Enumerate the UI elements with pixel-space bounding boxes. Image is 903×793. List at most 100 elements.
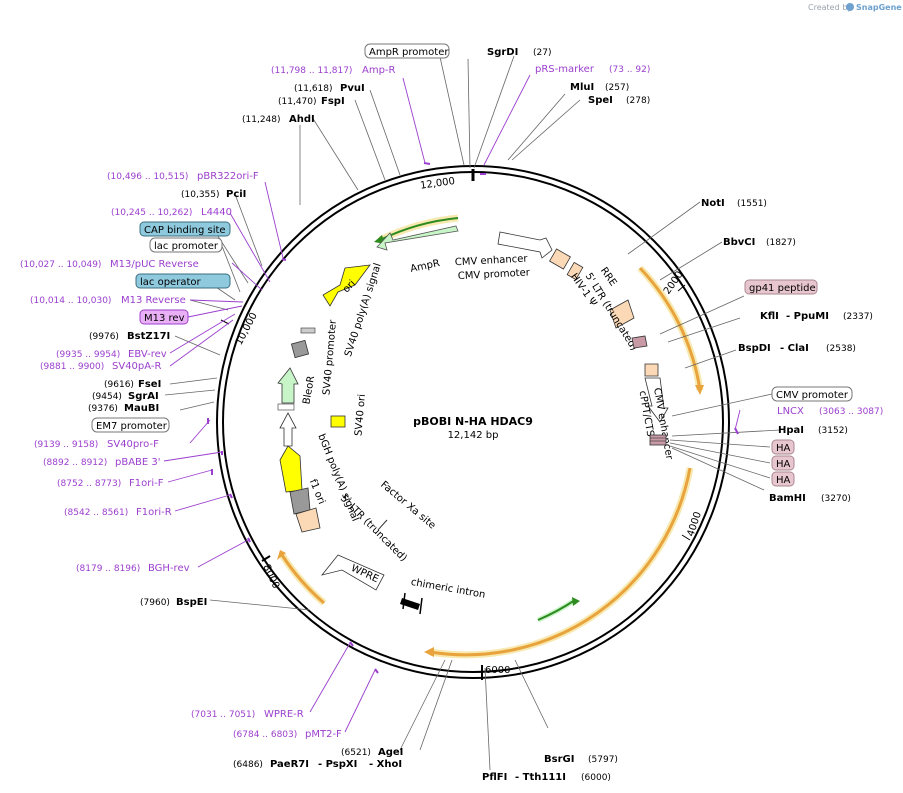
ha-tags-feature — [649, 434, 667, 446]
paer7i-pos: (6486) — [233, 760, 263, 770]
maubi-pos: (9376) — [88, 404, 118, 414]
fsei-label: FseI — [138, 379, 161, 390]
ampr-promoter-label: AmpR promoter — [369, 47, 449, 58]
cap-binding-box — [139, 221, 231, 237]
small-feature-marker — [300, 327, 316, 334]
f1-ori-label: f1 ori — [307, 478, 327, 506]
mlui-label: MluI — [570, 82, 594, 93]
ha-box-3 — [771, 471, 795, 487]
sgrai-pos: (9454) — [92, 392, 122, 402]
ltr5-left-feature — [295, 507, 321, 533]
tick-label-8000: 8000 — [260, 563, 281, 591]
pbr322-label: pBR322ori-F — [197, 171, 259, 182]
hiv-psi-feature — [549, 248, 571, 270]
cmv-enhancer-top-label: CMV enhancer — [455, 253, 529, 268]
ltr5-right-feature — [609, 299, 635, 329]
snapgene-logo-icon — [846, 3, 854, 11]
sv40pro-pos: (9139 .. 9158) — [34, 440, 98, 450]
gp41-label: gp41 peptide — [749, 283, 816, 294]
bamhi-pos: (3270) — [821, 494, 851, 504]
plasmid-length: 12,142 bp — [448, 430, 499, 441]
mlui-pos: (257) — [605, 83, 629, 93]
kfli-label: KflI — [760, 311, 779, 322]
pflfi-pos: (6000) — [581, 773, 611, 783]
agei-label: AgeI — [378, 747, 403, 758]
prs-marker-pos: (73 .. 92) — [609, 65, 650, 75]
maubi-label: MauBI — [124, 403, 159, 414]
bleor-label: BleoR — [301, 375, 317, 405]
sgrdi-label: SgrDI — [487, 47, 518, 58]
lncx-label: LNCX — [777, 406, 804, 417]
pbabe-label: pBABE 3' — [115, 457, 161, 468]
f1orif-pos: (8752 .. 8773) — [57, 479, 121, 489]
pbabe-pos: (8892 .. 8912) — [43, 458, 107, 468]
ppumi-label: - PpuMI — [786, 311, 829, 322]
tick-4000 — [681, 534, 691, 541]
l4440-label: L4440 — [201, 207, 232, 218]
pflfi-label: PflFI — [482, 772, 507, 783]
pspxi-label: - PspXI — [318, 759, 357, 770]
brand-name: SnapGene — [856, 3, 902, 12]
ha-box-1 — [771, 439, 795, 455]
green-arc-bottom — [537, 599, 576, 621]
cmv-top-feature — [497, 231, 553, 259]
f1-ori-feature — [279, 445, 303, 493]
ha-label-3: HA — [776, 475, 791, 486]
cmv-promoter-label: CMV promoter — [776, 390, 849, 401]
bstz17i-label: BstZ17I — [127, 331, 170, 342]
sv40pro-label: SV40pro-F — [107, 439, 159, 450]
pbr322-pos: (10,496 .. 10,515) — [107, 172, 188, 182]
lac-promoter-box — [149, 237, 223, 253]
bamhi-label: BamHI — [769, 493, 806, 504]
sv40-ori-label: SV40 ori — [353, 394, 368, 437]
noti-label: NotI — [701, 198, 725, 209]
orf-arc-2-arrow — [424, 647, 434, 657]
ampr-primer-label: Amp-R — [362, 65, 396, 76]
ha-label-1: HA — [776, 443, 791, 454]
tick-2000 — [677, 284, 686, 292]
bgh-pos: (8179 .. 8196) — [76, 564, 140, 574]
green-arc-bottom-arrow — [572, 597, 580, 606]
fspi-pos: (11,470) — [278, 97, 317, 107]
bgh-label: BGH-rev — [148, 563, 190, 574]
gp41-feature — [631, 335, 648, 349]
leader-lines — [164, 55, 781, 771]
rre-feature — [566, 261, 584, 281]
m13-rev-box — [139, 309, 189, 325]
pvui-pos: (11,618) — [294, 84, 333, 94]
orf-arc-3 — [280, 554, 325, 605]
hpai-pos: (3152) — [818, 426, 848, 436]
tick-10000 — [220, 319, 230, 325]
factor-xa-marker — [377, 519, 388, 531]
pvui-label: PvuI — [340, 83, 365, 94]
ha-box-2 — [771, 455, 795, 471]
ahdi-pos: (11,248) — [242, 115, 281, 125]
m13puc-label: M13/pUC Reverse — [110, 259, 199, 270]
spei-label: SpeI — [588, 95, 613, 106]
cppt-small-feature — [644, 363, 659, 377]
orf-arc-3-arrow — [277, 550, 286, 560]
orf-arc-1-arrow — [695, 385, 704, 395]
lac-promoter-label: lac promoter — [154, 241, 219, 252]
wpre-r-label: WPRE-R — [264, 709, 304, 720]
em7-promoter-box — [91, 417, 170, 433]
tick-label-12000: 12,000 — [419, 176, 455, 192]
sgrai-label: SgrAI — [128, 391, 159, 402]
fsei-pos: (9616) — [104, 380, 134, 390]
em7-promoter-label: EM7 promoter — [96, 421, 168, 432]
bsrgi-pos: (5797) — [588, 755, 618, 765]
cmv-promoter-box — [771, 386, 853, 402]
clai-label: - ClaI — [780, 343, 809, 354]
f1orif-label: F1ori-F — [129, 478, 164, 489]
chimeric-intron-right-mark — [419, 597, 423, 615]
bbvci-pos: (1827) — [766, 238, 796, 248]
sv40-promoter-feature — [277, 403, 295, 411]
m13rev-label: M13 Reverse — [121, 295, 186, 306]
cmv-enhancer-right-feature — [644, 377, 669, 423]
created-by-text: Created by — [808, 3, 852, 12]
lac-operator-box — [135, 273, 231, 289]
ha-label-2: HA — [776, 459, 791, 470]
ebv-pos: (9935 .. 9954) — [56, 350, 120, 360]
pcii-pos: (10,355) — [181, 190, 220, 200]
bspei-label: BspEI — [176, 597, 207, 608]
